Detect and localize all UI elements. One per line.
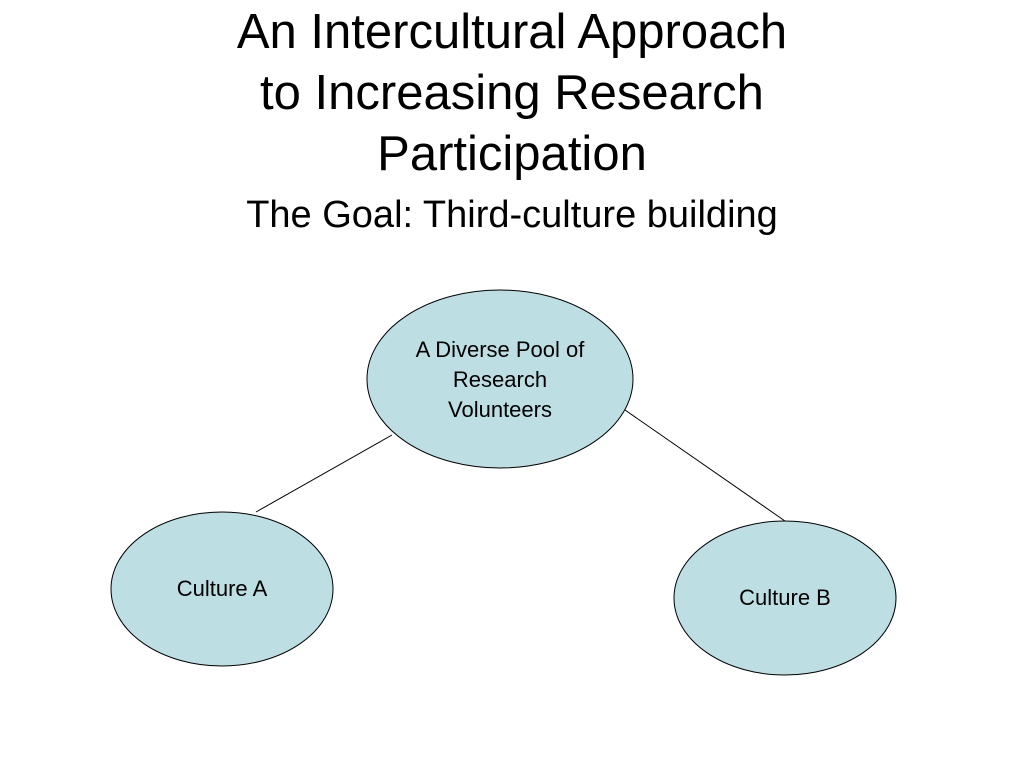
node-label-culture-b: Culture B — [739, 585, 831, 610]
node-culture-a — [110, 511, 334, 667]
edge-pool-to-culture-b — [624, 409, 786, 522]
node-label-culture-a: Culture A — [176, 576, 268, 601]
slide-title: An Intercultural Approach to Increasing … — [236, 5, 788, 181]
edge-pool-to-culture-a — [255, 434, 393, 513]
node-culture-b — [673, 520, 897, 676]
slide-subtitle: The Goal: Third-culture building — [246, 194, 778, 236]
node-label-diverse-pool: A Diverse Pool of Research Volunteers — [415, 337, 585, 422]
node-diverse-pool — [366, 289, 634, 469]
